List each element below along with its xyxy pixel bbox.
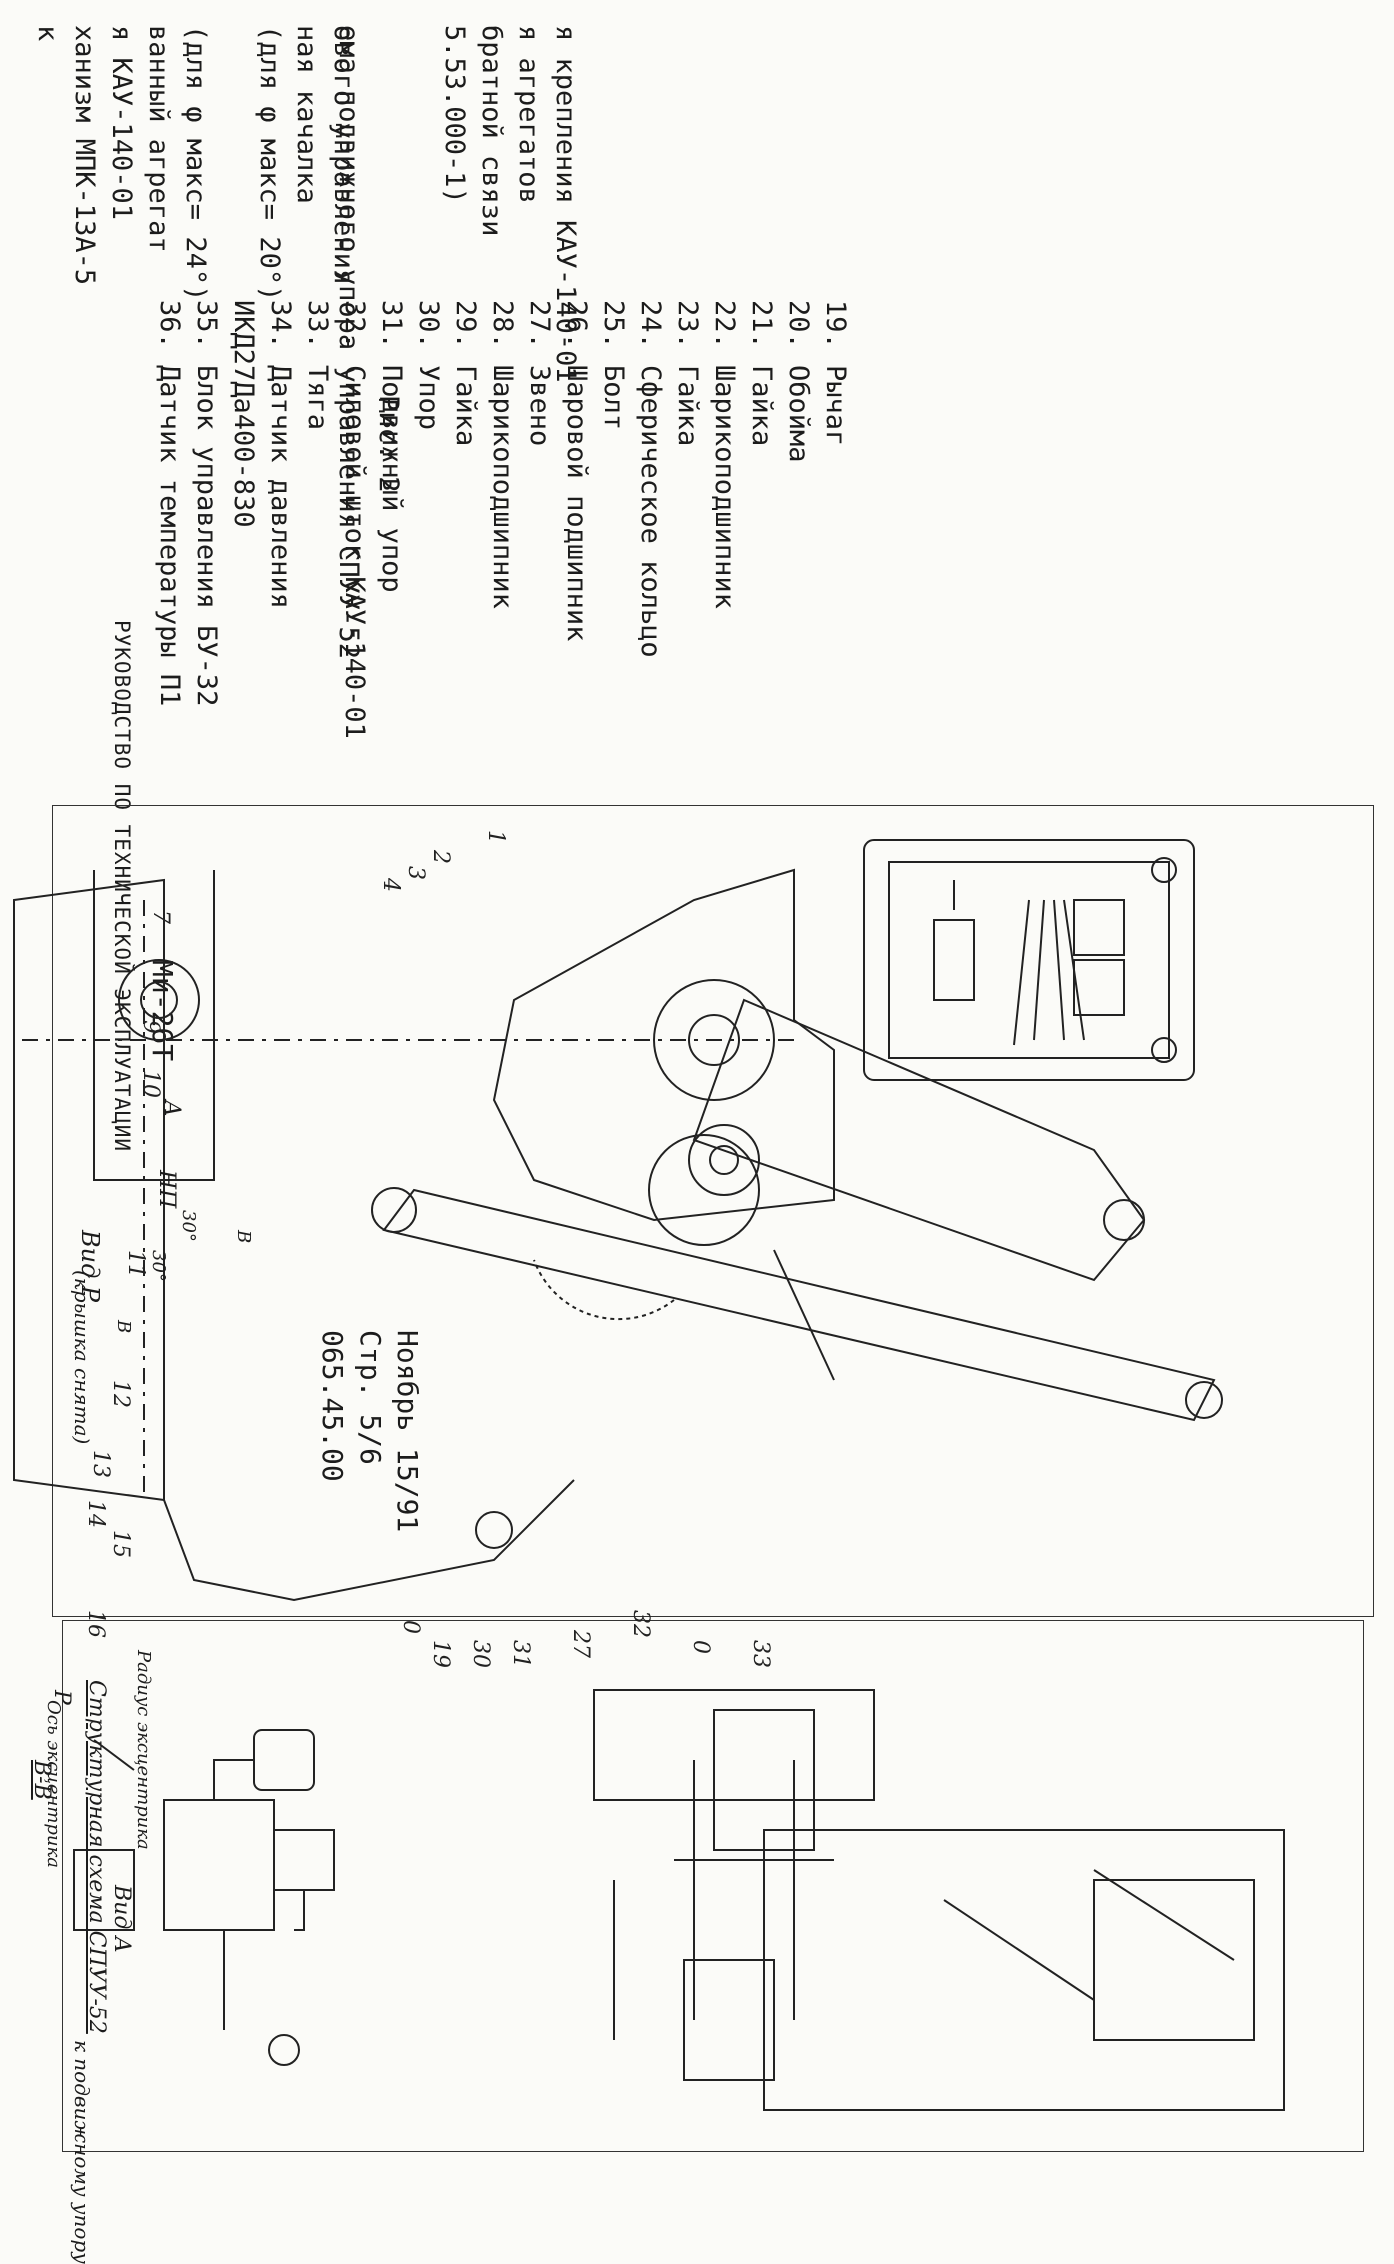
structure-scheme [73,1729,335,2030]
svg-text:19: 19 [428,1640,453,1668]
angle-label: 30° [178,1210,199,1242]
svg-text:2: 2 [428,849,453,864]
document-page: РУКОВОДСТВО ПО ТЕХНИЧЕСКОЙ ЭКСПЛУАТАЦИИ … [13,25,1374,2264]
svg-text:16: 16 [83,1610,108,1638]
structure-scheme-title: Структурная схема СПУУ-52 [84,1680,109,2034]
view-a [683,1829,1285,2111]
svg-text:11: 11 [123,1250,148,1278]
section-mark: В [233,1230,254,1244]
svg-text:30: 30 [468,1640,493,1668]
view-r-connector-box [863,839,1195,1081]
svg-text:0: 0 [688,1640,713,1654]
svg-text:0: 0 [398,1620,423,1634]
svg-text:3: 3 [403,866,428,880]
section-mark: В [113,1320,134,1334]
svg-text:9: 9 [138,1020,163,1034]
section-vv [268,1689,875,2066]
view-a-title: Вид А [109,1885,134,1953]
svg-text:12: 12 [108,1380,133,1408]
svg-text:15: 15 [108,1530,133,1558]
axis-eccentric-label: Ось эксцентрика [43,1700,64,1869]
svg-text:27: 27 [568,1629,593,1658]
svg-text:13: 13 [88,1450,113,1478]
svg-text:33: 33 [748,1640,773,1668]
svg-text:31: 31 [508,1640,533,1668]
to-stop-label: к подвижному упору [70,2040,94,2264]
svg-text:7: 7 [148,910,173,924]
angle-label: 30° [148,1250,169,1282]
main-assembly [13,868,1223,1602]
arrow-a-label: А [159,1100,184,1117]
radius-eccentric-label: Радиус эксцентрика [133,1650,154,1850]
arrow-np-label: НП [154,1170,179,1209]
svg-text:32: 32 [628,1610,653,1638]
svg-text:10: 10 [138,1070,163,1098]
svg-text:1: 1 [483,830,508,844]
svg-text:14: 14 [83,1500,108,1528]
svg-text:4: 4 [378,877,403,892]
view-r-subtitle: (крышка снята) [70,1270,94,1445]
